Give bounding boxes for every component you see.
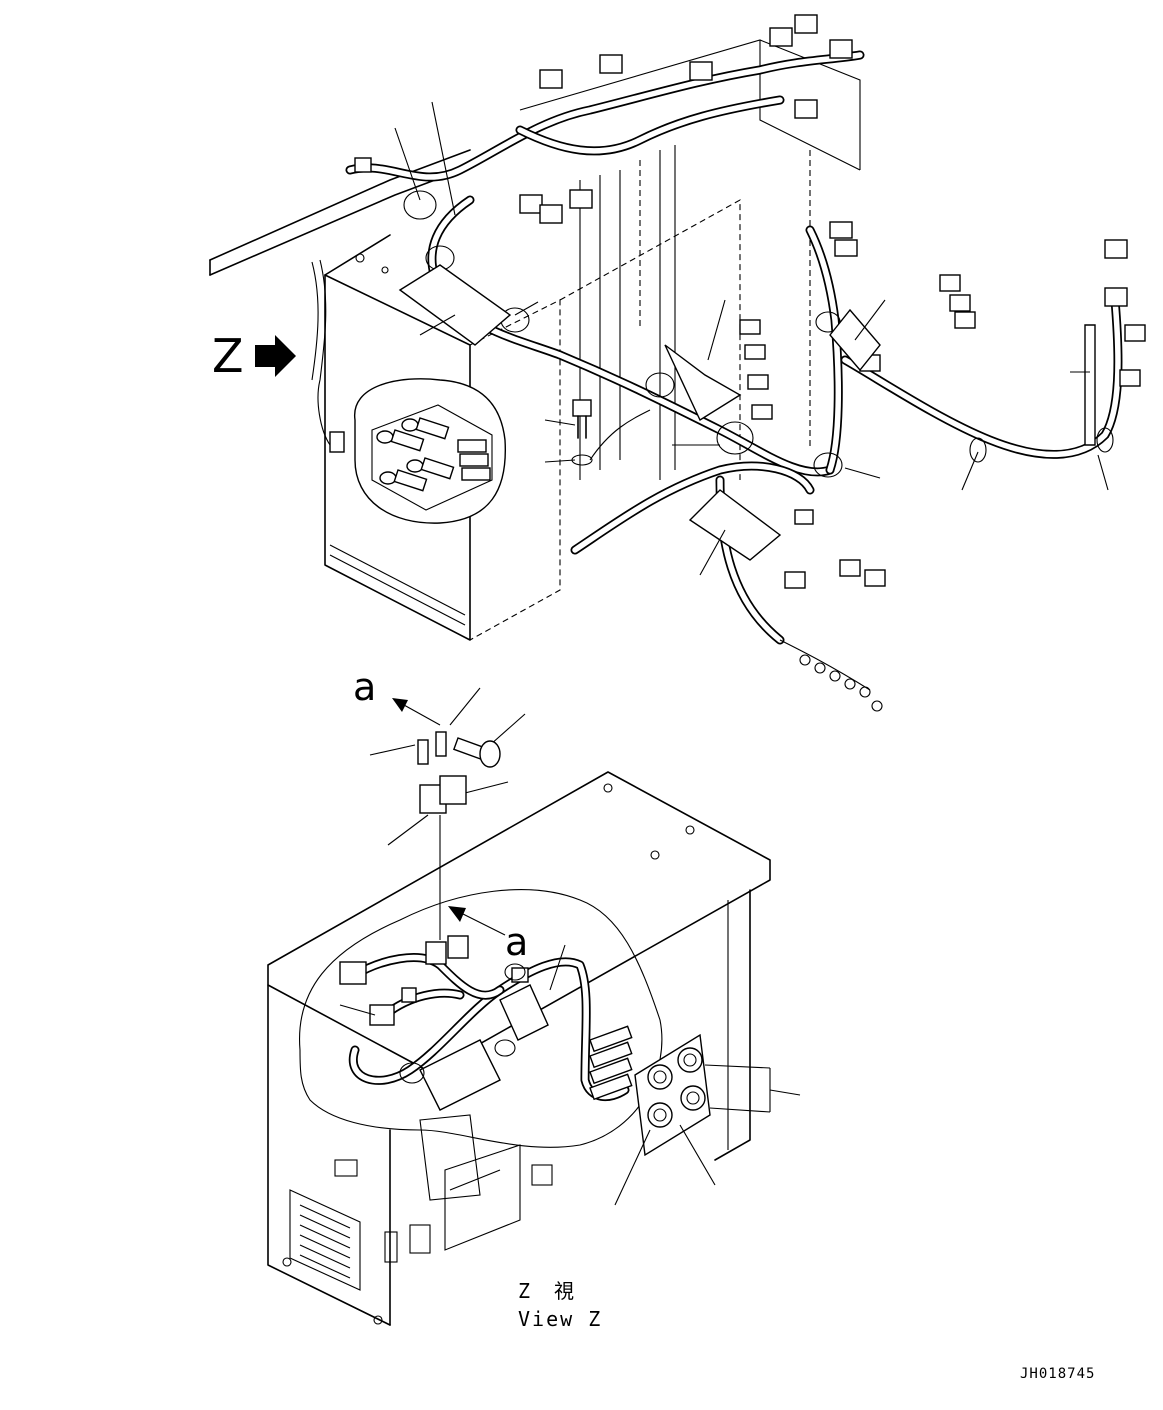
leader-lines — [394, 101, 1109, 576]
cutaway-outline — [298, 889, 663, 1148]
vent-grille — [289, 1189, 361, 1291]
ring-terminals — [779, 639, 883, 712]
upper-connectors — [354, 14, 853, 224]
lower-leader-lines — [339, 944, 801, 1206]
inner-tag-upper — [499, 984, 549, 1041]
view-caption-en: View Z — [518, 1307, 602, 1331]
detail-bubble — [354, 378, 507, 524]
detail-a-letter-bottom: a — [505, 920, 528, 964]
upper-assembly: Z — [209, 14, 1146, 712]
lower-bracket — [334, 1114, 553, 1263]
bolt-washer — [571, 399, 651, 466]
detail-a-letter-top: a — [353, 665, 376, 709]
inner-tag-lower — [419, 1039, 501, 1111]
drawing-code: JH018745 — [1020, 1366, 1095, 1382]
detail-a-parts: a — [353, 665, 526, 940]
breaker-plate — [634, 1033, 711, 1157]
right-branch-connectors — [739, 221, 1146, 589]
view-caption-jp: Z 視 — [518, 1279, 576, 1303]
lower-assembly: a — [267, 771, 801, 1326]
cabinet-outline — [324, 199, 741, 641]
fuse-holders — [376, 417, 491, 492]
view-z-arrow: Z — [212, 329, 296, 383]
inner-connectors — [339, 935, 529, 1026]
harness-tags — [398, 264, 1096, 561]
view-z-letter: Z — [212, 329, 244, 383]
fuse-block — [589, 1025, 633, 1101]
